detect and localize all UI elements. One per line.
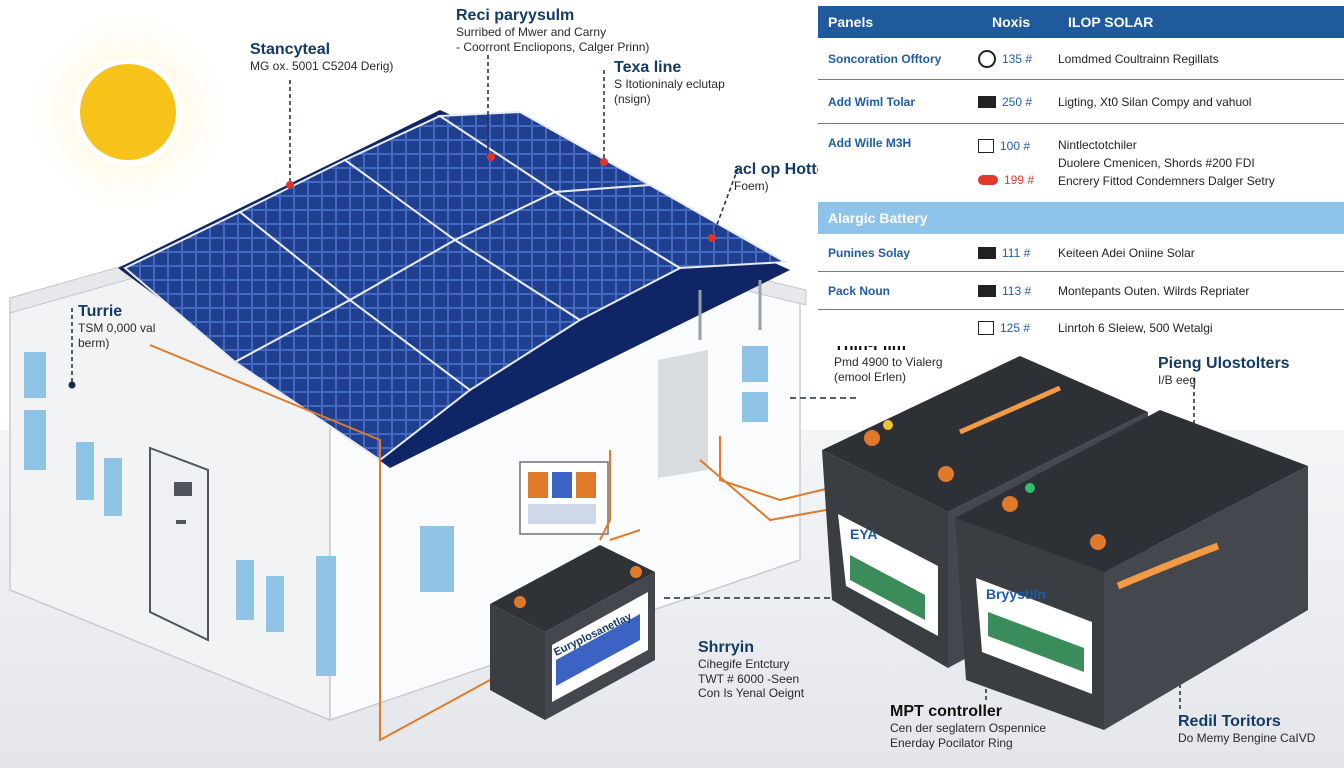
row-desc: Linrtoh 6 Sleiew, 500 Wetalgi bbox=[1058, 321, 1213, 335]
label-texa-line: Texa line S Itotioninaly eclutap (nsign) bbox=[614, 59, 725, 106]
label-acl-op-hottors: acl op Hottors Foem) bbox=[734, 161, 842, 194]
label-pieng-ulostolters: Pieng Ulostolters I/B eeg bbox=[1158, 355, 1290, 388]
solar-panel-array bbox=[118, 110, 790, 468]
row-desc: Lomdmed Coultrainn Regillats bbox=[1058, 51, 1219, 66]
table-row: Soncoration Offtory 135 # Lomdmed Coultr… bbox=[818, 38, 1344, 80]
spec-table: Panels Noxis ILOP SOLAR Soncoration Offt… bbox=[818, 6, 1344, 346]
row-values: 100 # 199 # bbox=[976, 136, 1058, 190]
row-name: Add Wiml Tolar bbox=[828, 94, 915, 109]
label-mpt-controller: MPT controller Cen der seglatern Ospenni… bbox=[890, 703, 1047, 750]
row-desc: Keiteen Adei Oniine Solar bbox=[1058, 245, 1195, 260]
small-battery bbox=[490, 545, 655, 720]
header-ilop-solar: ILOP SOLAR bbox=[1068, 14, 1154, 30]
big-battery-right-label: Bryystiln bbox=[986, 586, 1046, 602]
big-battery-left-label: EYA bbox=[850, 526, 878, 542]
label-turrie: Turrie TSM 0,000 val berm) bbox=[78, 303, 156, 350]
table-row: Pack Noun 113 # Montepants Outen. Wilrds… bbox=[818, 272, 1344, 310]
plug-icon bbox=[978, 246, 996, 259]
row-desc: Ligting, Xt0 Silan Compy and vahuol bbox=[1058, 94, 1252, 109]
row-value: 125 # bbox=[976, 321, 1058, 335]
row-desc: Montepants Outen. Wilrds Repriater bbox=[1058, 283, 1250, 298]
label-redil-toritors: Redil Toritors Do Memy Bengine CaIVD bbox=[1178, 713, 1316, 746]
sun-icon bbox=[18, 2, 238, 222]
label-stancyteal: Stancyteal MG ox. 5001 C5204 Derig) bbox=[250, 41, 394, 74]
table-row: Punines Solay 111 # Keiteen Adei Oniine … bbox=[818, 234, 1344, 272]
circle-icon bbox=[978, 49, 996, 68]
row-name: Pack Noun bbox=[828, 283, 891, 298]
box-icon bbox=[978, 139, 994, 153]
large-battery-right bbox=[955, 410, 1308, 730]
wires bbox=[149, 344, 831, 742]
table-row: 125 # Linrtoh 6 Sleiew, 500 Wetalgi bbox=[818, 310, 1344, 346]
plug-icon bbox=[978, 95, 996, 108]
label-reci-paryysulm: Reci paryysulm Surribed of Mwer and Carn… bbox=[456, 7, 650, 54]
header-panels: Panels bbox=[828, 14, 874, 30]
label-shrryin: Shrryin Cihegife Entctury TWT # 6000 -Se… bbox=[698, 639, 805, 700]
row-desc: Nintlectotchiler Duolere Cmenicen, Shord… bbox=[1058, 138, 1275, 188]
row-name: Punines Solay bbox=[828, 245, 911, 260]
plug-icon bbox=[978, 284, 996, 297]
section-alargic-battery: Alargic Battery bbox=[818, 202, 1344, 234]
header-noxis: Noxis bbox=[992, 14, 1031, 30]
red-connector-icon bbox=[978, 175, 998, 185]
row-name: Add Wille M3H bbox=[828, 136, 912, 150]
row-name: Soncoration Offtory bbox=[828, 51, 942, 66]
row-value: 113 # bbox=[976, 284, 1058, 298]
table-header: Panels Noxis ILOP SOLAR bbox=[818, 6, 1344, 38]
table-row-group: Add Wille M3H 100 # 199 # Nintlectotchil… bbox=[818, 124, 1344, 202]
row-value: 135 # bbox=[976, 49, 1058, 68]
table-row: Add Wiml Tolar 250 # Ligting, Xt0 Silan … bbox=[818, 80, 1344, 124]
row-value: 111 # bbox=[976, 246, 1058, 260]
row-value: 250 # bbox=[976, 95, 1058, 109]
box-icon bbox=[978, 321, 994, 335]
